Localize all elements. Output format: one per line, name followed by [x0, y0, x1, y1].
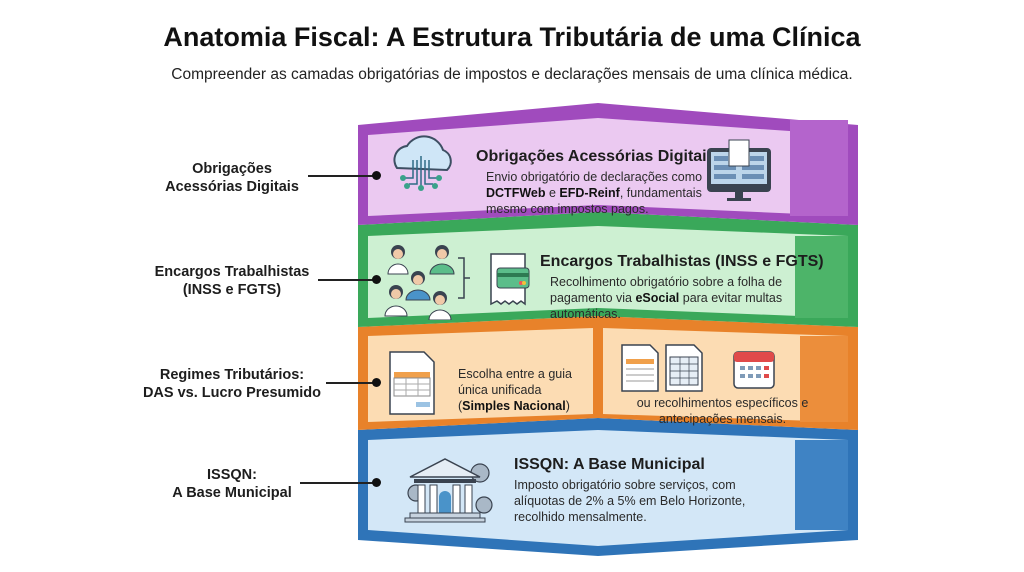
connector-dot: [372, 275, 381, 284]
cloud-network-icon: [393, 135, 452, 191]
description-line: antecipações mensais.: [658, 412, 787, 426]
description-line: ou recolhimentos específicos e: [636, 396, 809, 410]
side-label-line: Encargos Trabalhistas: [154, 264, 310, 280]
text: para evitar multas: [679, 291, 783, 305]
description-line: pagamento via eSocial para evitar multas: [550, 290, 782, 306]
bold-term: EFD-Reinf: [559, 186, 620, 200]
connector-dot: [372, 378, 381, 387]
side-label-line: A Base Municipal: [172, 485, 292, 501]
page-title: Anatomia Fiscal: A Estrutura Tributária …: [163, 22, 861, 52]
layer-heading: Obrigações Acessórias Digitais: [476, 148, 716, 165]
connector-line: [326, 382, 376, 384]
simples-description: Escolha entre a guia única unificada (Si…: [458, 366, 572, 414]
layer-description: Envio obrigatório de declarações como DC…: [486, 169, 702, 217]
side-label-line: DAS vs. Lucro Presumido: [142, 385, 322, 401]
lucro-presumido-description: ou recolhimentos específicos e antecipaç…: [600, 395, 845, 427]
text: pagamento via: [550, 291, 636, 305]
calendar-icon: [733, 351, 775, 389]
side-label-line: (INSS e FGTS): [182, 282, 282, 298]
payment-receipt-icon: [490, 253, 530, 306]
layer-description: Recolhimento obrigatório sobre a folha d…: [550, 274, 782, 322]
side-label-regimes: Regimes Tributários: DAS vs. Lucro Presum…: [112, 366, 352, 402]
page-subtitle: Compreender as camadas obrigatórias de i…: [171, 66, 853, 83]
side-label-line: Obrigações: [192, 161, 272, 177]
layer-encargos: [358, 212, 858, 327]
description-line: mesmo com impostos pagos.: [486, 202, 649, 216]
layer-heading: Encargos Trabalhistas (INSS e FGTS): [540, 253, 824, 270]
description-line: Envio obrigatório de declarações como: [486, 170, 703, 184]
description-line: única unificada: [458, 383, 542, 397]
description-line: automáticas.: [550, 307, 621, 321]
description-line: DCTFWeb e EFD-Reinf, fundamentais: [486, 185, 702, 201]
connector-dot: [372, 478, 381, 487]
text: , fundamentais: [619, 186, 702, 200]
description-line: alíquotas de 2% a 5% em Belo Horizonte,: [514, 494, 746, 508]
document-form-icon: [389, 351, 435, 415]
government-building-icon: [404, 458, 493, 523]
connector-line: [308, 175, 376, 177]
connector-dot: [372, 171, 381, 180]
bold-term: Simples Nacional: [462, 399, 566, 413]
bold-term: eSocial: [635, 291, 680, 305]
side-label-line: Regimes Tributários:: [159, 367, 305, 383]
side-label-line: Acessórias Digitais: [165, 179, 299, 195]
description-line: Escolha entre a guia: [458, 367, 572, 381]
spreadsheet-icon: [621, 344, 703, 392]
description-line: Imposto obrigatório sobre serviços, com: [514, 478, 736, 492]
text: e: [545, 186, 560, 200]
computer-monitor-icon: [707, 139, 771, 201]
description-line: recolhido mensalmente.: [514, 510, 647, 524]
side-label-encargos: Encargos Trabalhistas (INSS e FGTS): [112, 263, 352, 299]
side-label-issqn: ISSQN: A Base Municipal: [112, 466, 352, 502]
layer-description: Imposto obrigatório sobre serviços, com …: [514, 477, 745, 525]
connector-line: [300, 482, 376, 484]
description-line: (Simples Nacional): [458, 399, 570, 413]
connector-line: [318, 279, 376, 281]
description-line: Recolhimento obrigatório sobre a folha d…: [550, 275, 783, 289]
side-label-line: ISSQN:: [207, 467, 257, 483]
bold-term: DCTFWeb: [486, 186, 546, 200]
team-icon: [384, 245, 470, 320]
layer-heading: ISSQN: A Base Municipal: [514, 456, 705, 473]
